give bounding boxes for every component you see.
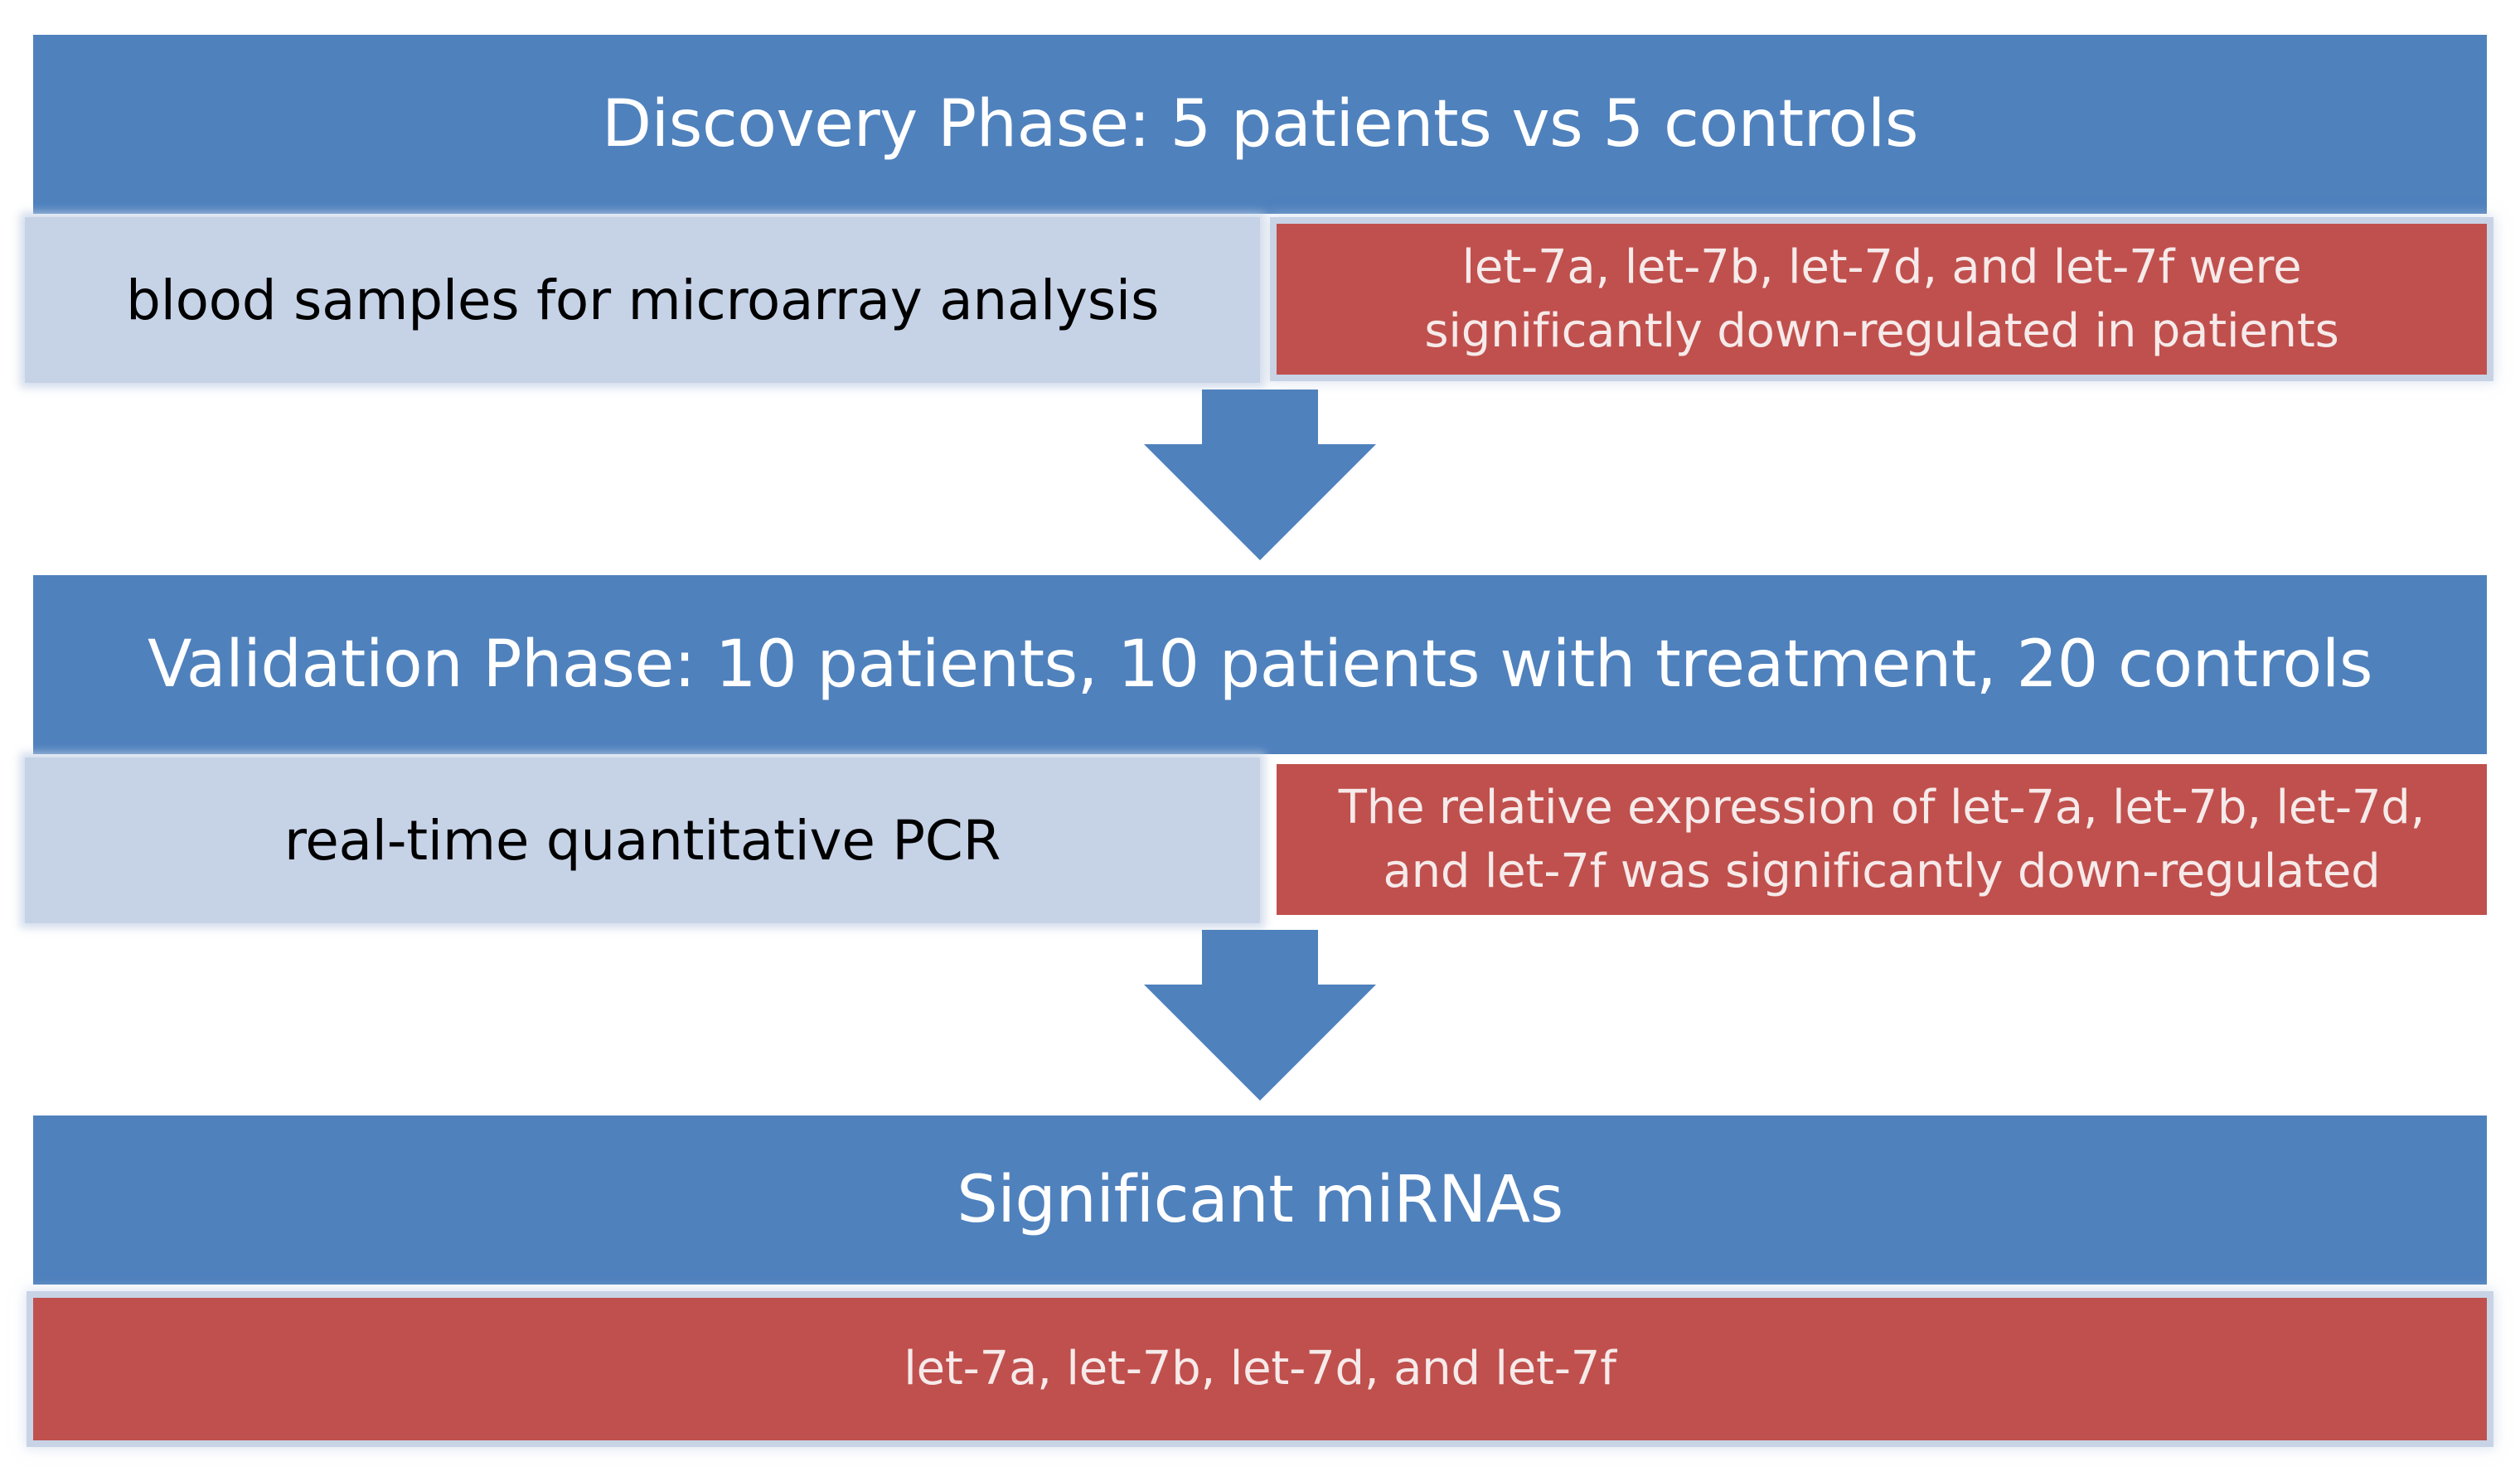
validation-method-box: real-time quantitative PCR: [25, 757, 1260, 923]
validation-result-box: The relative expression of let-7a, let-7…: [1277, 764, 2487, 915]
discovery-method-box: blood samples for microarray analysis: [25, 217, 1260, 383]
discovery-result-text: let-7a, let-7b, let-7d, and let-7f were …: [1424, 240, 2339, 358]
summary-result-box: let-7a, let-7b, let-7d, and let-7f: [33, 1298, 2487, 1440]
validation-result-text: The relative expression of let-7a, let-7…: [1338, 780, 2426, 898]
summary-title: Significant miRNAs: [957, 1163, 1563, 1237]
down-arrow-icon: [1136, 390, 1384, 564]
discovery-phase-title: Discovery Phase: 5 patients vs 5 control…: [601, 87, 1919, 162]
discovery-phase-header: Discovery Phase: 5 patients vs 5 control…: [33, 35, 2487, 214]
summary-header: Significant miRNAs: [33, 1115, 2487, 1285]
validation-phase-header: Validation Phase: 10 patients, 10 patien…: [33, 575, 2487, 754]
discovery-result-box: let-7a, let-7b, let-7d, and let-7f were …: [1277, 224, 2487, 375]
summary-result-text: let-7a, let-7b, let-7d, and let-7f: [904, 1342, 1616, 1396]
discovery-method-text: blood samples for microarray analysis: [125, 268, 1160, 332]
down-arrow-icon: [1136, 930, 1384, 1104]
validation-phase-title: Validation Phase: 10 patients, 10 patien…: [147, 627, 2373, 702]
validation-method-text: real-time quantitative PCR: [284, 808, 1001, 873]
